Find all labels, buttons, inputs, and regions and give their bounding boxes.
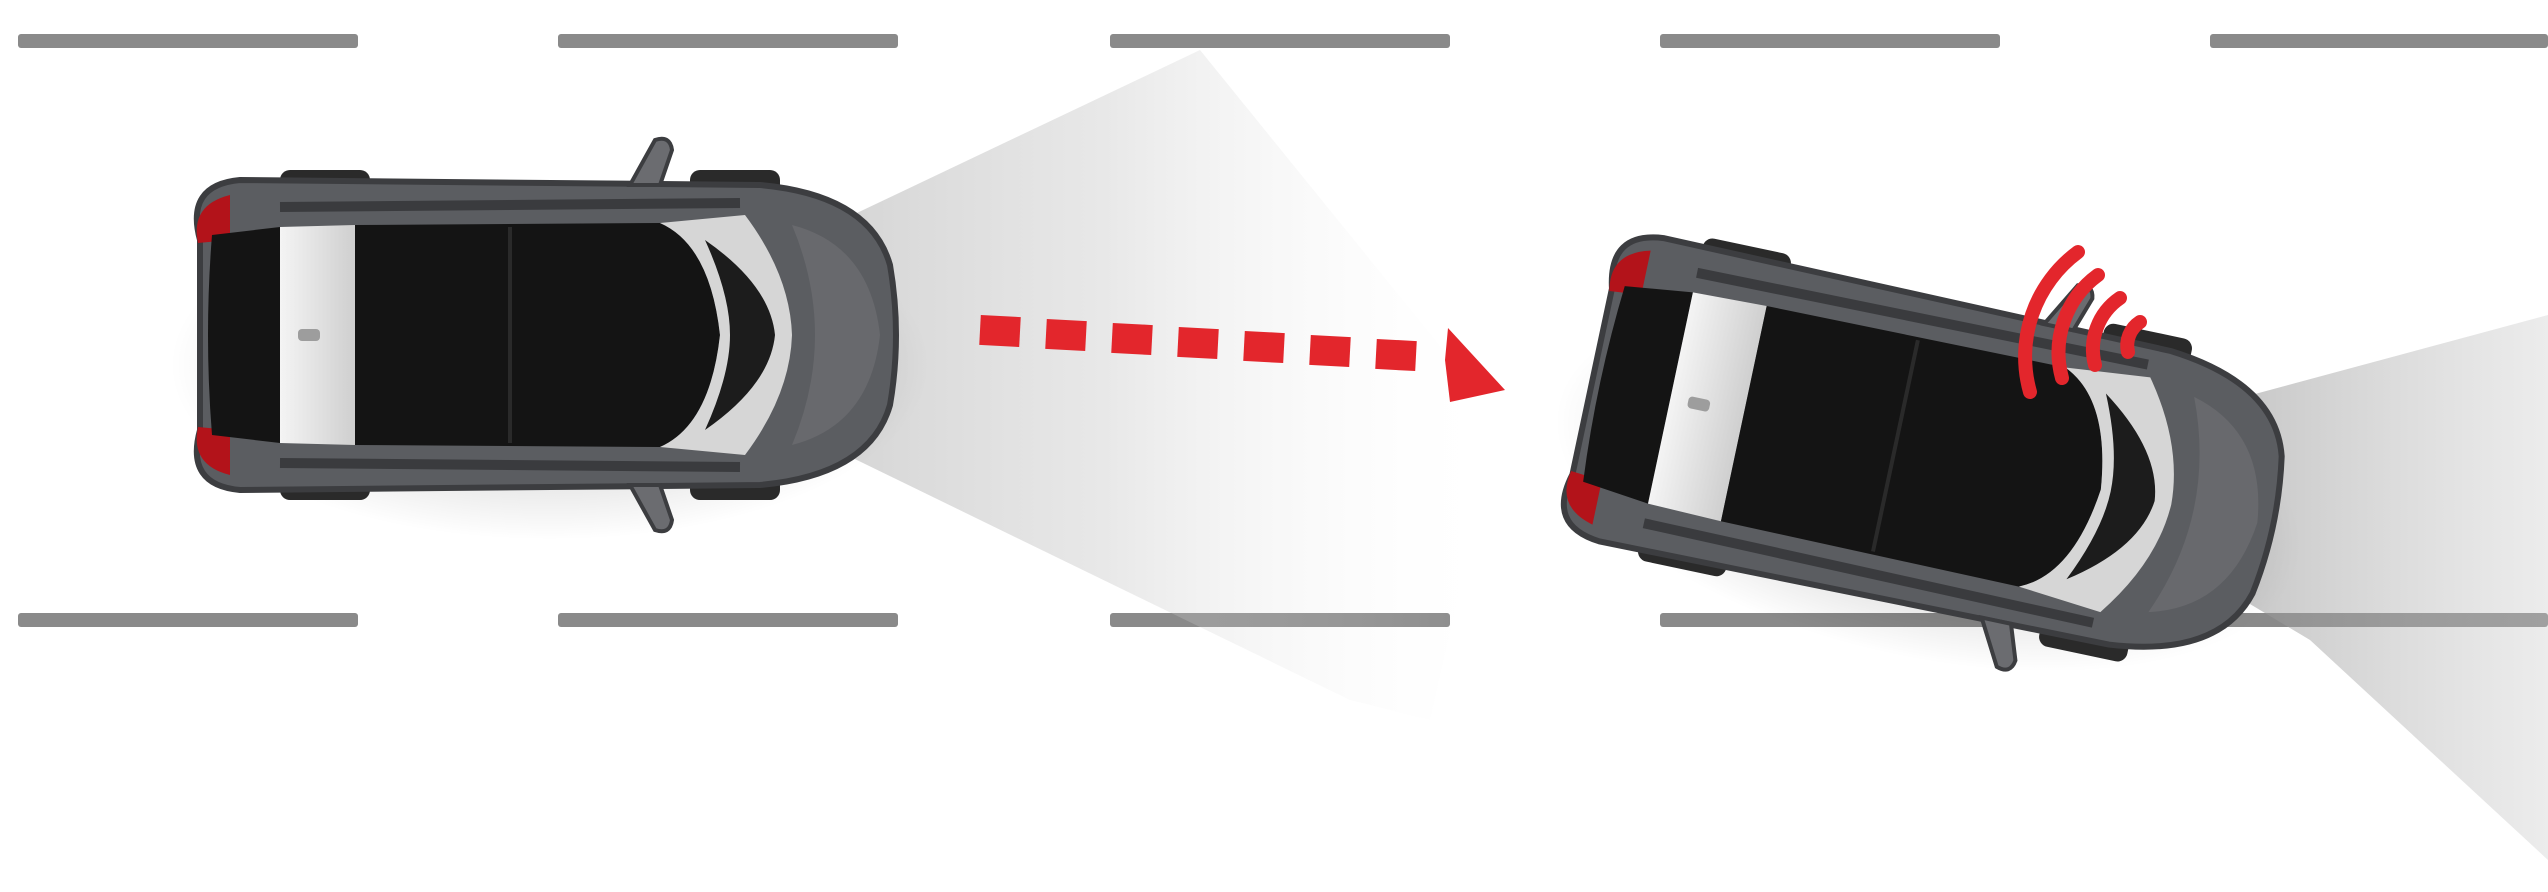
car-right (1520, 183, 2347, 733)
lane-markings-top (18, 34, 2548, 48)
car-icon (1520, 183, 2347, 733)
car-icon (170, 139, 930, 540)
car-left (170, 139, 930, 540)
